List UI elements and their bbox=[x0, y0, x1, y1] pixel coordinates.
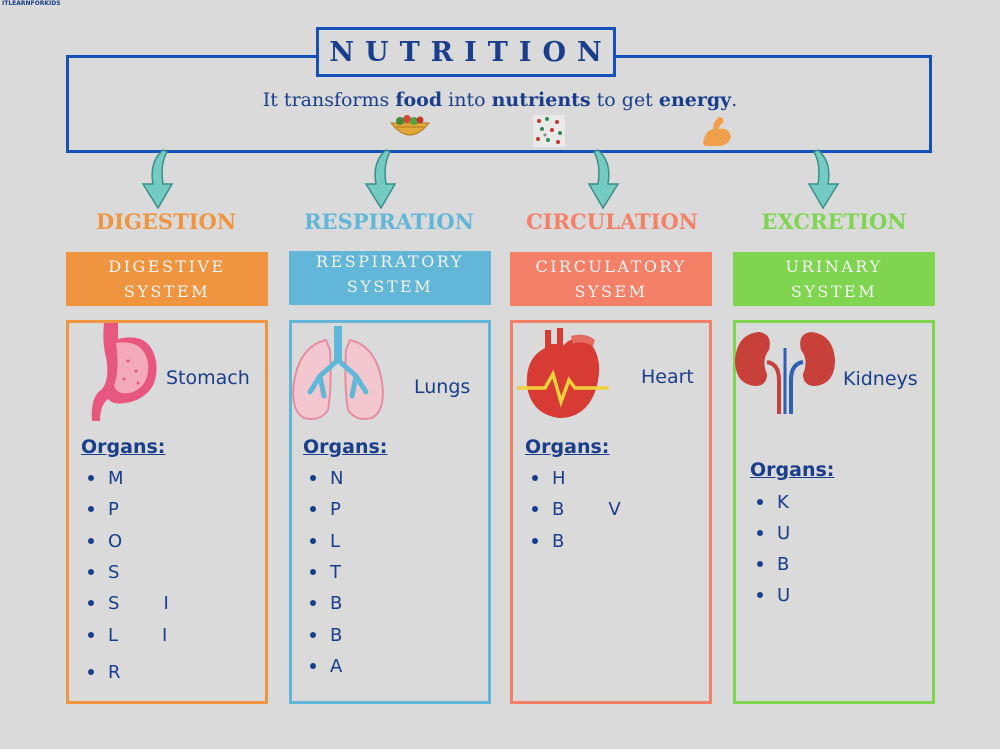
organs-label: Organs: bbox=[303, 436, 388, 458]
system-line: DIGESTIVE bbox=[108, 257, 226, 276]
heart-icon bbox=[517, 328, 609, 418]
organ-name-lungs: Lungs bbox=[414, 376, 471, 398]
organ-name-stomach: Stomach bbox=[166, 367, 250, 389]
item-extra: I bbox=[163, 592, 169, 614]
page-title: NUTRITION bbox=[316, 27, 616, 77]
subtitle-part: . bbox=[731, 89, 738, 111]
item-letter: B bbox=[330, 592, 343, 614]
system-line: URINARY bbox=[785, 257, 883, 276]
subtitle: It transforms food into nutrients to get… bbox=[0, 89, 1000, 111]
list-item: S bbox=[88, 560, 119, 584]
list-item: K bbox=[757, 490, 789, 514]
card-circulatory bbox=[510, 320, 712, 704]
item-letter: N bbox=[330, 467, 344, 489]
subtitle-keyword-energy: energy bbox=[658, 89, 732, 111]
item-letter: B bbox=[552, 498, 565, 520]
item-letter: P bbox=[108, 498, 119, 520]
salad-bowl-icon bbox=[389, 115, 431, 136]
item-letter: B bbox=[330, 624, 343, 646]
list-item: P bbox=[310, 497, 341, 521]
item-letter: T bbox=[330, 561, 341, 583]
system-header-urinary: URINARY SYSTEM bbox=[733, 252, 935, 306]
item-extra: I bbox=[162, 624, 168, 646]
list-item: T bbox=[310, 560, 341, 584]
list-item: B bbox=[310, 591, 342, 615]
system-line: SYSTEM bbox=[123, 282, 211, 301]
list-item: M bbox=[88, 466, 124, 490]
item-letter: B bbox=[777, 553, 790, 575]
list-item: U bbox=[757, 583, 790, 607]
process-respiration: RESPIRATION bbox=[304, 209, 474, 234]
process-digestion: DIGESTION bbox=[95, 209, 237, 234]
lungs-icon bbox=[292, 326, 384, 420]
stomach-icon bbox=[91, 323, 157, 421]
organ-name-heart: Heart bbox=[641, 366, 694, 388]
process-circulation: CIRCULATION bbox=[526, 209, 698, 234]
card-urinary bbox=[733, 320, 935, 704]
item-extra: V bbox=[608, 498, 621, 520]
card-respiratory bbox=[289, 320, 491, 704]
list-item: B bbox=[532, 529, 564, 553]
item-letter: H bbox=[552, 467, 566, 489]
item-letter: M bbox=[108, 467, 124, 489]
list-item: L bbox=[310, 529, 340, 553]
curved-arrow-icon bbox=[364, 149, 397, 210]
system-line: SYSTEM bbox=[790, 282, 878, 301]
item-letter: L bbox=[108, 624, 119, 646]
subtitle-part: It transforms bbox=[262, 89, 396, 111]
organs-label: Organs: bbox=[750, 459, 835, 481]
watermark: ITLEARNFORKIDS bbox=[2, 0, 61, 7]
organs-label: Organs: bbox=[525, 436, 610, 458]
system-header-digestive: DIGESTIVE SYSTEM bbox=[66, 252, 268, 306]
item-letter: O bbox=[108, 530, 123, 552]
system-header-respiratory: RESPIRATORY SYSTEM bbox=[289, 251, 491, 305]
process-excretion: EXCRETION bbox=[761, 209, 907, 234]
subtitle-keyword-nutrients: nutrients bbox=[491, 89, 591, 111]
curved-arrow-icon bbox=[141, 149, 174, 210]
item-letter: S bbox=[108, 592, 120, 614]
item-letter: P bbox=[330, 498, 341, 520]
system-line: RESPIRATORY bbox=[316, 252, 464, 271]
organs-label: Organs: bbox=[81, 436, 166, 458]
list-item: P bbox=[88, 497, 119, 521]
organ-name-kidneys: Kidneys bbox=[843, 368, 918, 390]
subtitle-part: into bbox=[442, 89, 492, 111]
item-letter: B bbox=[552, 530, 565, 552]
list-item: H bbox=[532, 466, 566, 490]
card-digestive bbox=[66, 320, 268, 704]
system-line: SYSTEM bbox=[346, 277, 434, 296]
kidneys-icon bbox=[735, 332, 835, 414]
system-line: SYSEM bbox=[574, 282, 648, 301]
item-letter: U bbox=[777, 522, 791, 544]
curved-arrow-icon bbox=[807, 149, 840, 210]
list-item: B bbox=[310, 623, 342, 647]
subtitle-keyword-food: food bbox=[395, 89, 443, 111]
curved-arrow-icon bbox=[587, 149, 620, 210]
item-letter: S bbox=[108, 561, 120, 583]
list-item: U bbox=[757, 521, 790, 545]
flexed-arm-icon bbox=[703, 117, 731, 146]
system-line: CIRCULATORY bbox=[535, 257, 687, 276]
list-item: N bbox=[310, 466, 343, 490]
nutrients-icon bbox=[533, 115, 565, 147]
subtitle-part: to get bbox=[590, 89, 659, 111]
item-letter: A bbox=[330, 655, 343, 677]
item-letter: U bbox=[777, 584, 791, 606]
list-item: R bbox=[88, 660, 121, 684]
item-letter: K bbox=[777, 491, 789, 513]
system-header-circulatory: CIRCULATORY SYSEM bbox=[510, 252, 712, 306]
item-letter: R bbox=[108, 661, 121, 683]
item-letter: L bbox=[330, 530, 341, 552]
list-item: B bbox=[757, 552, 789, 576]
list-item: O bbox=[88, 529, 122, 553]
list-item: A bbox=[310, 654, 342, 678]
